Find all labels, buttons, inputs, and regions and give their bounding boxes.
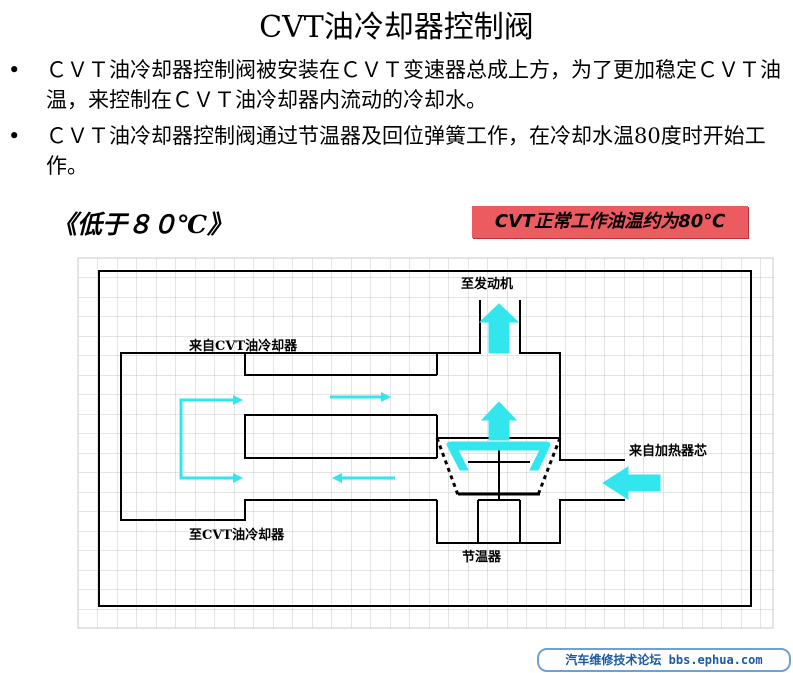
- to-engine-label: 至发动机: [461, 276, 513, 292]
- bullet-dot: •: [8, 124, 21, 148]
- bullet-dot: •: [8, 58, 21, 82]
- cooler-flow-lines: [179, 395, 395, 480]
- to-cvt-cooler-label: 至CVT油冷却器: [189, 527, 285, 543]
- cooler-upper-passage: [244, 353, 437, 376]
- cooler-divider: [244, 414, 437, 459]
- arrowheads: [233, 392, 391, 483]
- heater-core-inlet-arrow: [602, 466, 661, 500]
- arrowhead-cooler-top: [233, 395, 243, 405]
- bullet-text: ＣＶＴ油冷却器控制阀通过节温器及回位弹簧工作，在冷却水温80度时开始工作。: [46, 124, 766, 178]
- bullet-text: ＣＶＴ油冷却器控制阀被安装在ＣＶＴ变速器总成上方，为了更加稳定ＣＶＴ油温，来控制…: [46, 58, 781, 112]
- grid-background: [77, 257, 774, 629]
- cooler-u-flow: [179, 398, 238, 480]
- from-cvt-cooler-label: 来自CVT油冷却器: [188, 338, 298, 354]
- arrowhead-upper-flow: [381, 392, 391, 402]
- to-engine-arrow: [478, 303, 520, 354]
- operating-temp-badge: CVT正常工作油温约为80℃: [472, 206, 748, 238]
- condition-label: 《低于８０℃》: [52, 210, 232, 239]
- valve-seat-dotted: [435, 437, 562, 496]
- flow-arrows: [446, 303, 661, 500]
- arrowhead-cooler-bottom: [233, 473, 243, 483]
- valve-flow-cap: [446, 441, 551, 471]
- thermostat-label: 节温器: [462, 549, 502, 565]
- diagram-frame: [98, 270, 752, 607]
- valve-housing-outline: [436, 300, 625, 544]
- upward-flow-arrow: [480, 401, 518, 441]
- from-heater-core-label: 来自加热器芯: [628, 443, 707, 459]
- page-title: CVT油冷却器控制阀: [259, 10, 534, 45]
- arrowhead-lower-flow: [332, 473, 342, 483]
- forum-watermark: 汽车维修技术论坛 bbs.ephua.com: [537, 648, 791, 672]
